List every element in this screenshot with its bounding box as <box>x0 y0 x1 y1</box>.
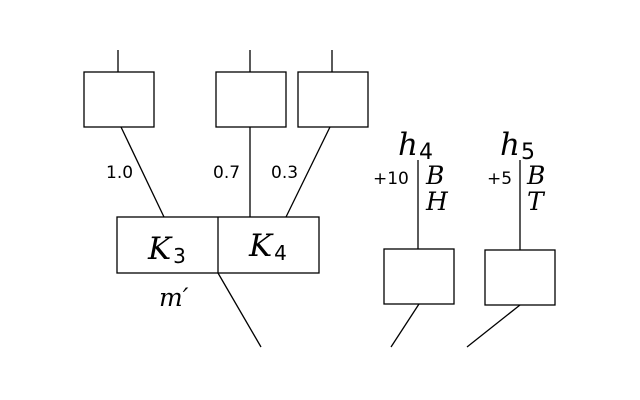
h4-label: h4 <box>398 127 433 165</box>
node-box-2 <box>215 71 287 128</box>
h5-edge-down <box>466 304 521 348</box>
h4-modifier: +10 <box>373 169 409 189</box>
h4-node-box <box>383 248 455 305</box>
h5-label: h5 <box>500 127 535 165</box>
h4-letter-1: B <box>425 161 444 190</box>
h5-node-box <box>484 249 556 306</box>
h4-letter-2: H <box>425 187 449 216</box>
h5-modifier: +5 <box>487 169 512 189</box>
weight-middle: 0.7 <box>213 163 240 183</box>
node-box-1 <box>83 71 155 128</box>
weight-left: 1.0 <box>106 163 133 183</box>
m-prime-label: m′ <box>159 283 189 312</box>
h4-edge-down <box>390 303 420 348</box>
h5-letter-1: B <box>526 161 545 190</box>
edge-right <box>285 126 331 218</box>
weight-right: 0.3 <box>271 163 298 183</box>
node-box-3 <box>297 71 369 128</box>
edge-down-combined <box>217 272 262 348</box>
edge-left <box>120 126 165 218</box>
h5-letter-2: T <box>527 187 546 216</box>
